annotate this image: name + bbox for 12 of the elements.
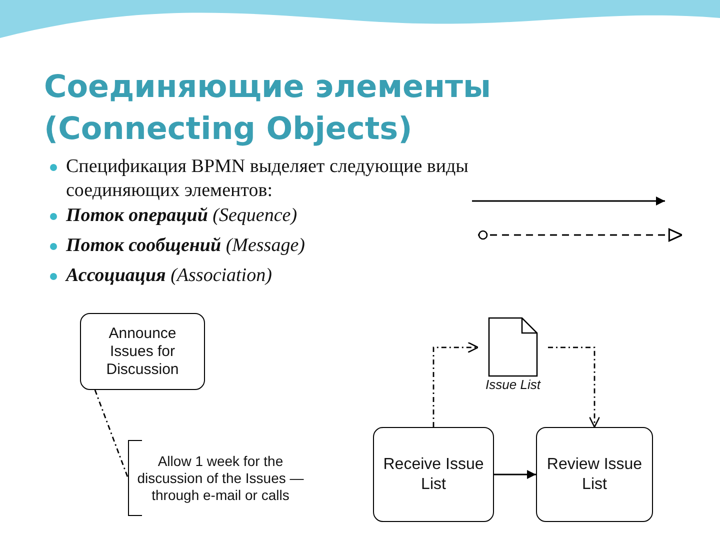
task-box: Receive Issue List <box>373 427 494 522</box>
bullet-text: Спецификация BPMN выделяет следующие виды соединяющих элементов: <box>66 155 470 203</box>
arrow <box>494 470 536 479</box>
association-line <box>94 390 129 478</box>
task-box: Review Issue List <box>536 427 653 522</box>
bullet-text: Поток операций (Sequence) <box>66 204 298 228</box>
bullet-text: Ассоциация (Association) <box>66 264 273 288</box>
task-box: Announce Issues for Discussion <box>80 313 205 390</box>
arrow <box>548 346 600 428</box>
slide-title: Соединяющие элементы (Connecting Objects) <box>44 68 492 149</box>
bullet-text: Поток сообщений (Message) <box>66 234 306 258</box>
arrow <box>432 342 479 427</box>
